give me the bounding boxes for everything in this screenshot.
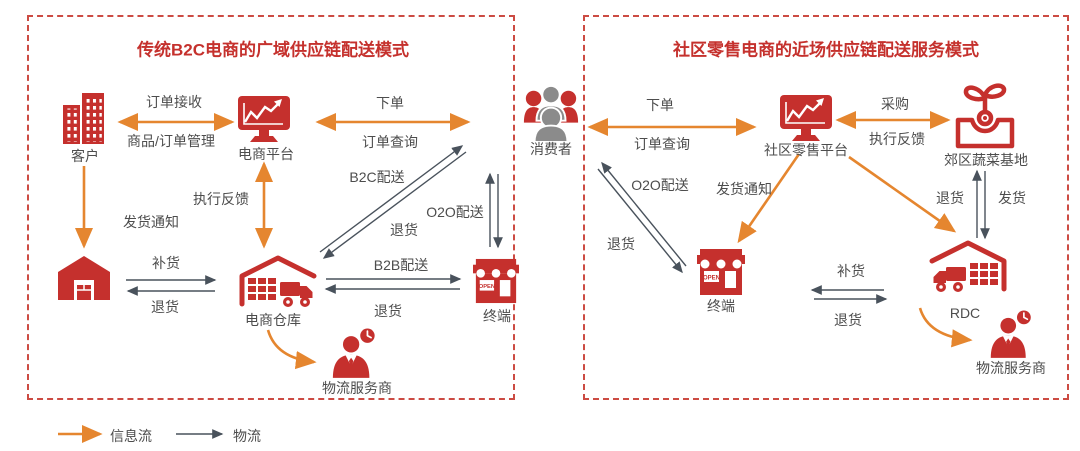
customer-building-icon xyxy=(63,93,104,144)
order-query-label-right: 订单查询 xyxy=(634,136,690,152)
vegetable-base-icon xyxy=(955,83,1015,149)
return-b2b-label: 退货 xyxy=(374,303,402,319)
right-panel xyxy=(583,15,1069,400)
replenish-label-left: 补货 xyxy=(152,255,180,271)
terminal-store-icon-right: OPEN xyxy=(697,249,745,295)
logistics-provider-icon xyxy=(332,328,375,378)
logistics-provider-icon-right xyxy=(990,310,1031,358)
consumer-label: 消费者 xyxy=(530,141,572,157)
exec-feedback-label-right: 执行反馈 xyxy=(869,131,925,147)
legend-info-flow-label: 信息流 xyxy=(110,428,152,444)
ecom-warehouse-truck-icon xyxy=(239,255,317,307)
left-panel-title: 传统B2C电商的广域供应链配送模式 xyxy=(136,40,410,60)
return-base-label: 退货 xyxy=(936,190,964,206)
rdc-warehouse-truck-icon xyxy=(929,240,1007,292)
exec-feedback-label-left: 执行反馈 xyxy=(193,191,249,207)
store-open-sign-right: OPEN xyxy=(703,276,720,282)
terminal-store-icon: OPEN xyxy=(473,258,519,304)
return-warehouse-label: 退货 xyxy=(151,299,179,315)
return-rdc-label: 退货 xyxy=(834,312,862,328)
o2o-delivery-label-left: O2O配送 xyxy=(426,204,484,220)
logistics-provider-label-left: 物流服务商 xyxy=(322,380,392,396)
goods-order-mgmt-label: 商品/订单管理 xyxy=(127,133,215,149)
return-consumer-label: 退货 xyxy=(607,236,635,252)
ship-notice-label-left: 发货通知 xyxy=(123,214,179,230)
place-order-label-right: 下单 xyxy=(646,97,674,113)
left-panel xyxy=(27,15,515,400)
b2c-delivery-label: B2C配送 xyxy=(349,169,405,185)
store-open-sign: OPEN xyxy=(479,284,495,290)
order-query-label-left: 订单查询 xyxy=(362,134,418,150)
ecommerce-platform-monitor-icon xyxy=(238,96,290,142)
platform-label-right: 社区零售平台 xyxy=(764,142,848,158)
right-panel-title: 社区零售电商的近场供应链配送服务模式 xyxy=(673,40,979,60)
terminal-label-left: 终端 xyxy=(483,308,511,324)
b2b-delivery-label: B2B配送 xyxy=(373,257,429,273)
consumer-group-icon xyxy=(523,84,579,142)
o2o-delivery-label-right: O2O配送 xyxy=(631,177,689,193)
ship-notice-label-right: 发货通知 xyxy=(716,181,772,197)
terminal-label-right: 终端 xyxy=(707,298,735,314)
community-platform-monitor-icon xyxy=(780,95,832,141)
return-b2c-label: 退货 xyxy=(390,222,418,238)
customer-label: 客户 xyxy=(71,148,99,164)
platform-label-left: 电商平台 xyxy=(238,146,294,162)
veg-base-label: 郊区蔬菜基地 xyxy=(944,152,1028,168)
rdc-label: RDC xyxy=(949,305,981,321)
ship-base-label: 发货 xyxy=(998,190,1026,206)
warehouse-icon xyxy=(58,256,110,300)
logistics-provider-label-right: 物流服务商 xyxy=(976,360,1046,376)
legend-logistics-label: 物流 xyxy=(233,428,261,444)
order-receive-label: 订单接收 xyxy=(146,94,202,110)
purchase-label: 采购 xyxy=(881,96,909,112)
place-order-label-left: 下单 xyxy=(376,95,404,111)
ecom-warehouse-label: 电商仓库 xyxy=(245,312,301,328)
replenish-label-right: 补货 xyxy=(837,263,865,279)
